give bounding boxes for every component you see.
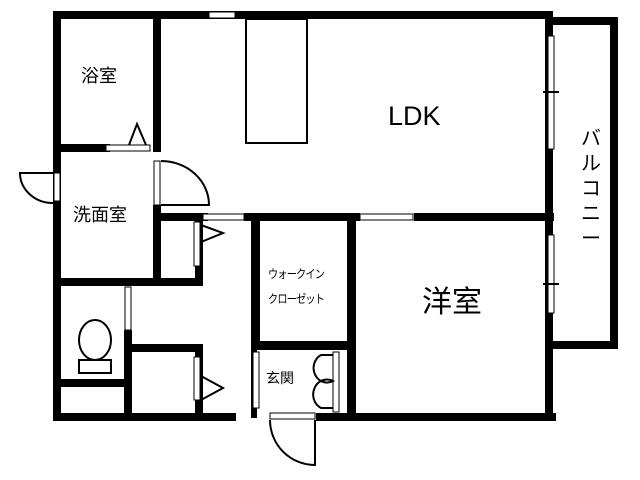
bathroom-label: 浴室 (81, 66, 117, 87)
walk-in-closet-label-line2: クローゼット (268, 292, 325, 306)
washroom-side-window (53, 172, 61, 202)
kitchen-counter (245, 18, 308, 144)
storage-door-frame (193, 356, 201, 401)
balcony-char: ニ (581, 201, 601, 225)
western-room-label: 洋室 (422, 285, 482, 320)
toilet-door-frame (124, 286, 132, 331)
entrance-inner-frame (252, 351, 260, 409)
ldk-hall-door-frame (202, 213, 245, 221)
western-balcony-window (547, 234, 555, 314)
balcony-outline (553, 17, 618, 349)
wash-ldk-door-frame (153, 160, 161, 206)
ldk-western-door-frame (359, 213, 414, 221)
windows (53, 11, 559, 314)
balcony-char: ル (581, 151, 601, 175)
balcony-char: ー (581, 226, 601, 250)
balcony-label: バ ル コ ニ ー (577, 126, 605, 251)
front-door-frame (269, 412, 316, 420)
toilet-icon (78, 319, 112, 374)
shoe-closet-frame (332, 351, 340, 413)
walk-in-closet-label: ウォークイン クローゼット (268, 262, 325, 312)
washroom-label: 洗面室 (73, 205, 127, 226)
balcony-char: コ (581, 176, 601, 200)
door-swings (18, 121, 336, 467)
ldk-top-window (208, 11, 236, 19)
ldk-label: LDK (388, 101, 441, 131)
closet-door-frame (193, 221, 201, 267)
doors (105, 144, 414, 420)
walk-in-closet-label-line1: ウォークイン (268, 267, 325, 281)
balcony-char: バ (581, 126, 601, 150)
entrance-label: 玄関 (266, 371, 294, 387)
bath-door-frame (105, 144, 151, 152)
